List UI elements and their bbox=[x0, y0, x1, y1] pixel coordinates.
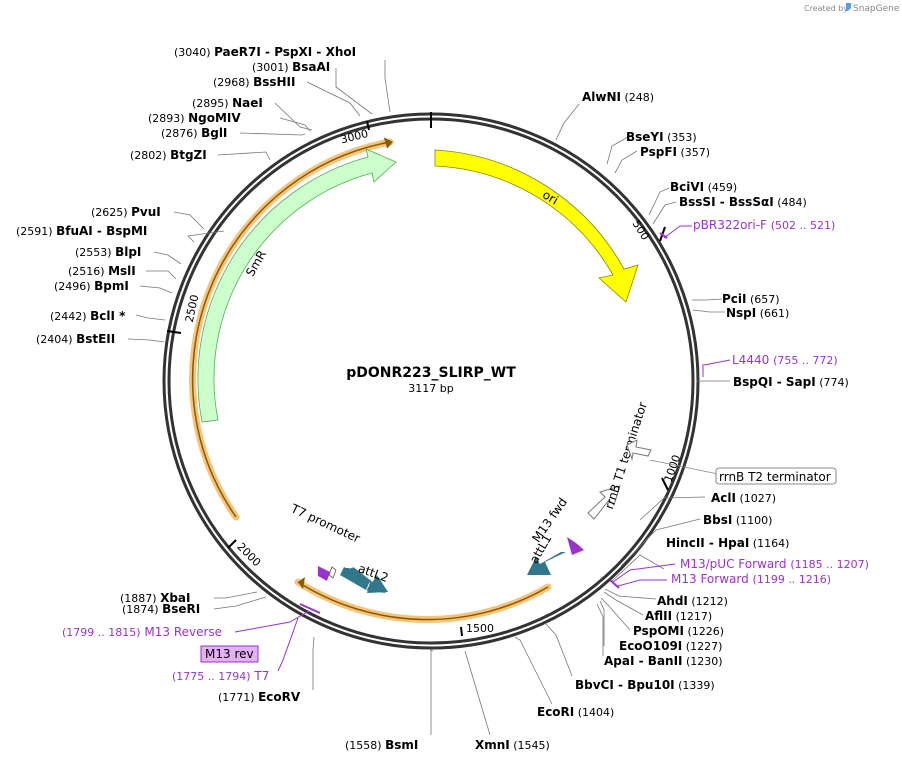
enzyme-ecorv: (1771) EcoRV bbox=[218, 690, 301, 704]
enzyme-nspi: NspI (661) bbox=[726, 306, 789, 320]
feature-rrnb-t1: rrnB T1 terminator bbox=[587, 400, 650, 520]
enzyme-bcli: (2442) BclI * bbox=[50, 309, 126, 323]
enzyme-alwni: AlwNI (248) bbox=[582, 90, 654, 104]
orf-highlights bbox=[189, 137, 552, 624]
enzyme-bpmi: (2496) BpmI bbox=[54, 279, 129, 293]
enzyme-xmni: XmnI (1545) bbox=[475, 738, 550, 752]
enzyme-ahdi: AhdI (1212) bbox=[657, 594, 728, 608]
enzyme-btgzi: (2802) BtgZI bbox=[130, 148, 207, 162]
enzyme-bsshii: (2968) BssHII bbox=[213, 75, 295, 89]
enzyme-msli: (2516) MslI bbox=[68, 264, 136, 278]
enzyme-leader-lines bbox=[127, 60, 730, 736]
feature-t7-promoter-label: T7 promoter bbox=[288, 501, 362, 546]
enzyme-bbsi: BbsI (1100) bbox=[703, 513, 772, 527]
watermark-created-by: Created by bbox=[804, 4, 848, 13]
snapgene-logo-icon bbox=[846, 3, 851, 11]
enzyme-bsaai: (3001) BsaAI bbox=[252, 60, 330, 74]
primer-m13-rev-label: M13 rev bbox=[205, 647, 254, 661]
feature-attl2: attL2 bbox=[340, 561, 390, 593]
enzyme-naei: (2895) NaeI bbox=[192, 96, 263, 110]
enzyme-labels: (3040) PaeR7I - PspXI - XhoI (3001) BsaA… bbox=[16, 45, 849, 752]
primer-m13-reverse: (1799 .. 1815) M13 Reverse bbox=[62, 625, 222, 639]
enzyme-bsteii: (2404) BstEII bbox=[36, 332, 115, 346]
enzyme-aflii: AflII (1217) bbox=[645, 609, 712, 623]
enzyme-acli: AclI (1027) bbox=[711, 491, 776, 505]
enzyme-hincii: HincII - HpaI (1164) bbox=[666, 536, 789, 550]
primer-leaders bbox=[234, 225, 731, 672]
enzyme-bseri: (1874) BseRI bbox=[122, 602, 200, 616]
enzyme-bseyi: BseYI (353) bbox=[626, 130, 697, 144]
primer-m13-puc-forward: M13/pUC Forward (1185 .. 1207) bbox=[680, 557, 869, 571]
enzyme-apai: ApaI - BanII (1230) bbox=[604, 654, 723, 668]
feature-rrnb-t2: rrnB T2 terminator bbox=[626, 439, 837, 485]
enzyme-bspqi: BspQI - SapI (774) bbox=[733, 375, 849, 389]
enzyme-bgli: (2876) BglI bbox=[161, 126, 227, 140]
tick-label-1500: 1500 bbox=[466, 622, 494, 635]
enzyme-ecoo109i: EcoO109I (1227) bbox=[619, 639, 722, 653]
primer-m13-rev-box: M13 rev bbox=[200, 645, 259, 663]
plasmid-size: 3117 bp bbox=[408, 382, 453, 395]
primer-m13-forward: M13 Forward (1199 .. 1216) bbox=[671, 572, 831, 586]
watermark: Created by SnapGene bbox=[804, 3, 900, 14]
enzyme-pspomi: PspOMI (1226) bbox=[633, 624, 724, 638]
enzyme-pvui: (2625) PvuI bbox=[91, 205, 161, 219]
primer-labels: pBR322ori-F (502 .. 521) L4440 (755 .. 7… bbox=[62, 218, 869, 683]
feature-ori: ori bbox=[434, 149, 639, 303]
primer-l4440: L4440 (755 .. 772) bbox=[732, 353, 838, 367]
enzyme-xbai: (1887) XbaI bbox=[120, 591, 190, 605]
enzyme-paer7i: (3040) PaeR7I - PspXI - XhoI bbox=[174, 45, 356, 59]
feature-rrnb-t1-label: rrnB T1 terminator bbox=[602, 400, 650, 511]
feature-smr: SmR bbox=[197, 148, 397, 423]
watermark-app: SnapGene bbox=[853, 4, 900, 14]
tick-label-500: 500 bbox=[630, 218, 652, 243]
plasmid-name: pDONR223_SLIRP_WT bbox=[346, 365, 516, 381]
feature-ori-label: ori bbox=[540, 188, 561, 208]
enzyme-bsmi: (1558) BsmI bbox=[345, 738, 418, 752]
enzyme-bbvci: BbvCI - Bpu10I (1339) bbox=[575, 678, 715, 692]
enzyme-ecori: EcoRI (1404) bbox=[537, 705, 614, 719]
enzyme-bfuai: (2591) BfuAI - BspMI bbox=[16, 224, 147, 238]
enzyme-pcii: PciI (657) bbox=[722, 292, 780, 306]
enzyme-bcivi: BciVI (459) bbox=[670, 180, 737, 194]
primer-pbr322ori-f: pBR322ori-F (502 .. 521) bbox=[693, 218, 835, 232]
enzyme-bsssi: BssSI - BssSαI (484) bbox=[679, 195, 807, 209]
backbone-inner bbox=[167, 117, 695, 645]
enzyme-pspfi: PspFI (357) bbox=[640, 145, 710, 159]
feature-rrnb-t2-label: rrnB T2 terminator bbox=[719, 470, 831, 484]
enzyme-blpi: (2553) BlpI bbox=[75, 245, 141, 259]
tick-label-2500: 2500 bbox=[183, 293, 202, 323]
enzyme-ngomiv: (2893) NgoMIV bbox=[148, 111, 241, 125]
primer-t7: (1775 .. 1794) T7 bbox=[172, 669, 269, 683]
backbone-outer bbox=[162, 112, 700, 650]
